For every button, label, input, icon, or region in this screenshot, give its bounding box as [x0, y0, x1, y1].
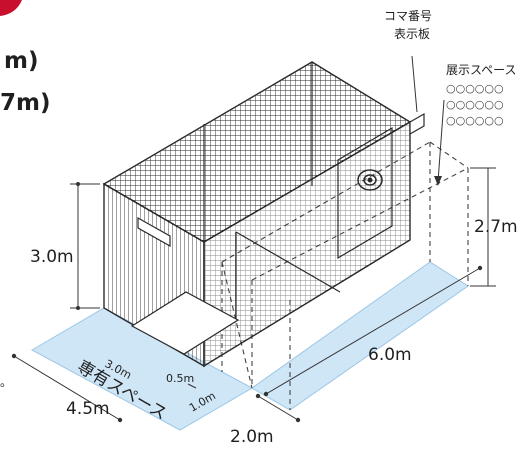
- booth-number-board-label-1: コマ番号: [384, 9, 432, 23]
- exhibit-circles-row-3: ○○○○○○: [446, 114, 504, 127]
- title-fragment-1: m): [4, 48, 38, 74]
- red-accent-mark: [0, 0, 22, 16]
- height-front-label: 3.0m: [30, 247, 74, 267]
- booth-number-pointer: [411, 55, 418, 113]
- exhibit-space-pointer: [437, 99, 445, 183]
- dimension-end-dots: [11, 182, 483, 423]
- exhibit-space-label: 展示スペース: [446, 63, 517, 77]
- exhibit-circles-row-1: ○○○○○○: [446, 82, 504, 95]
- floor-plate: [130, 291, 240, 355]
- exhibit-space-arrow: [434, 176, 442, 186]
- width-side-label: 2.0m: [230, 427, 274, 447]
- title-fragment-2: 7m): [0, 90, 50, 116]
- booth-number-board: [409, 112, 425, 136]
- dimension-lines: [13, 167, 496, 421]
- exhibit-circles-row-2: ○○○○○○: [446, 98, 504, 111]
- wall-opening: [137, 216, 171, 248]
- left-text-fragment: 。: [0, 375, 12, 389]
- length-label: 6.0m: [368, 345, 412, 365]
- cage-frame-lines: [203, 62, 341, 366]
- back-wall-panel: [337, 126, 393, 260]
- height-back-label: 2.7m: [474, 217, 518, 237]
- width-front-label: 4.5m: [66, 399, 110, 419]
- target-icon: [357, 169, 383, 191]
- private-gap-label: 0.5m: [166, 372, 194, 385]
- booth-number-board-label-2: 表示板: [394, 27, 430, 41]
